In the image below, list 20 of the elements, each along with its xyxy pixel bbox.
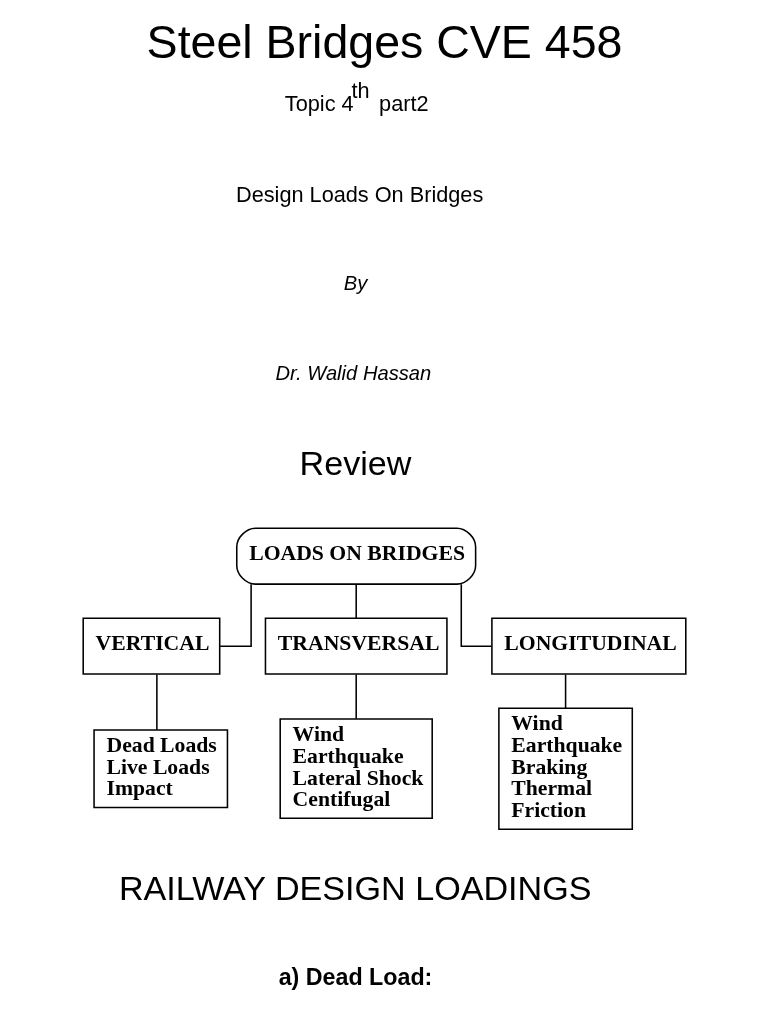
label: Review bbox=[299, 443, 411, 482]
node-box: Wind Earthquake Lateral Shock Centifugal bbox=[278, 718, 433, 820]
label: By bbox=[343, 272, 367, 295]
label: Dr. Walid Hassan bbox=[275, 362, 431, 384]
connector bbox=[354, 583, 357, 619]
connector bbox=[564, 673, 566, 709]
diagram-title: Steel Bridges CVE 458 bbox=[146, 16, 622, 69]
node-box: Wind Earthquake Braking Thermal Friction bbox=[497, 707, 633, 830]
connector bbox=[218, 583, 252, 647]
connector bbox=[460, 583, 492, 647]
node-box: LOADS ON BRIDGES bbox=[235, 527, 476, 585]
node-box: VERTICAL bbox=[81, 617, 220, 675]
node-box: LONGITUDINAL bbox=[490, 617, 687, 675]
connector bbox=[354, 673, 357, 720]
label: Design Loads On Bridges bbox=[235, 182, 483, 208]
label: RAILWAY DESIGN LOADINGS bbox=[118, 868, 591, 907]
connector bbox=[155, 673, 158, 731]
node-box: TRANSVERSAL bbox=[264, 617, 448, 675]
node-box: Dead Loads Live Loads Impact bbox=[92, 729, 228, 809]
label: a) Dead Load: bbox=[278, 964, 432, 991]
